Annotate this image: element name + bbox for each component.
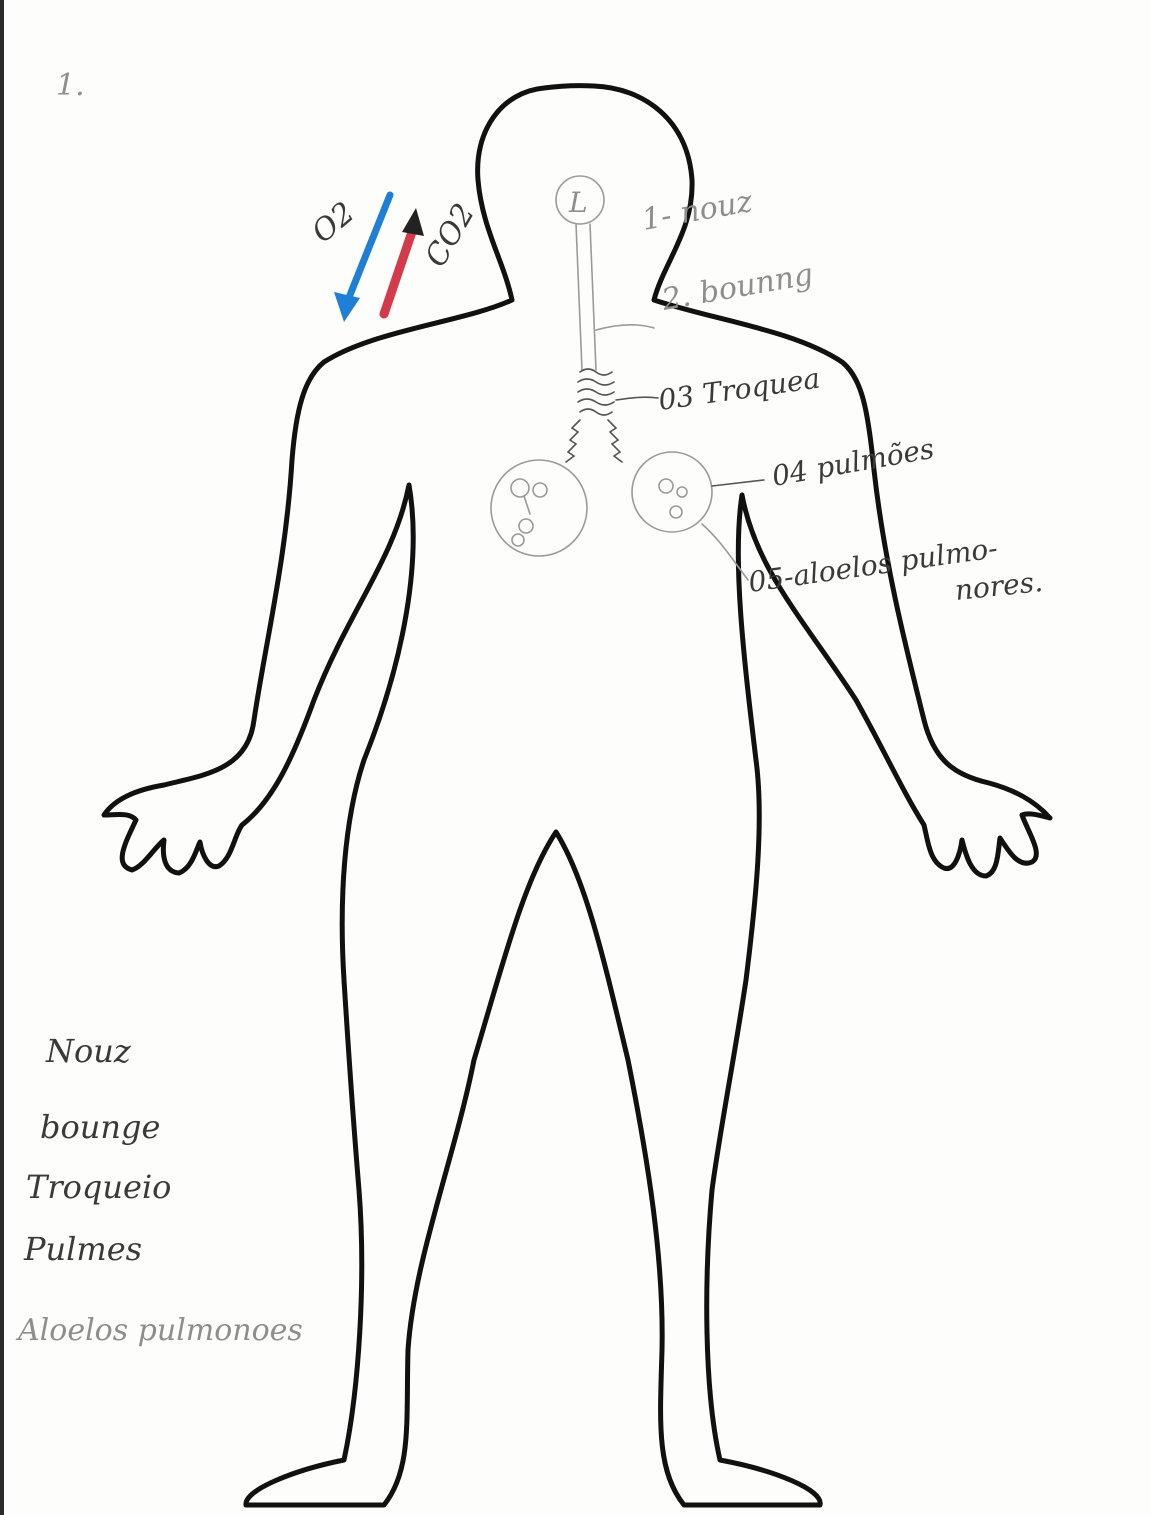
larynx-pointer: [596, 325, 654, 330]
label-nose: 1- nouz: [639, 184, 755, 238]
word-list-item: Pulmes: [23, 1230, 142, 1268]
word-list-item: bounge: [40, 1108, 160, 1146]
right-lung: [632, 452, 712, 532]
carbon-dioxide-arrow: [384, 226, 414, 314]
label-alveoli-continued: nores.: [953, 565, 1044, 607]
body-outline: [104, 86, 1050, 1505]
lung-pointer: [712, 480, 764, 486]
larynx-line-left: [576, 224, 582, 370]
oxygen-arrowhead: [334, 292, 360, 322]
larynx-line-right: [590, 224, 596, 370]
oxygen-label: O2: [305, 195, 361, 250]
page-number: 1.: [56, 68, 85, 103]
carbon-dioxide-arrowhead: [402, 208, 424, 236]
label-trachea: 03 Troquea: [656, 362, 822, 417]
carbon-dioxide-label: CO2: [419, 198, 483, 273]
word-list-item: Nouz: [45, 1032, 132, 1070]
body-diagram: 1. O2 CO2 L 1- nouz 2. bou: [4, 0, 1150, 1515]
label-lungs: 04 pulmões: [769, 432, 936, 493]
alveoli: [511, 479, 687, 546]
oxygen-arrow: [348, 195, 390, 300]
left-lung: [491, 460, 587, 556]
word-list-item: Aloelos pulmonoes: [15, 1313, 303, 1348]
word-list-item: Troqueio: [26, 1168, 171, 1206]
nose-symbol: L: [568, 186, 588, 219]
label-larynx: 2. bounng: [658, 257, 815, 318]
trachea: [566, 369, 658, 462]
